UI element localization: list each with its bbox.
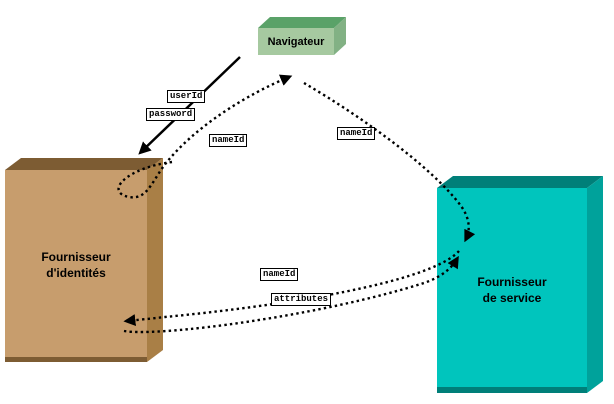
sp-box-front-face <box>437 188 587 393</box>
navigateur-box-side-face <box>334 17 346 55</box>
navigateur-box <box>258 17 346 55</box>
userid-password-arrow <box>138 56 241 155</box>
idp-box-bottom-edge <box>5 357 147 362</box>
idp-box <box>5 158 163 362</box>
sp-to-idp-dotted-arrow <box>123 250 460 327</box>
idp-box-top-face <box>5 158 163 170</box>
sp-box-side-face <box>587 176 603 393</box>
nameid-browser-to-sp-edge-label: nameId <box>337 127 376 140</box>
sp-box-top-face <box>437 176 603 188</box>
navigateur-box-front-face <box>258 28 334 55</box>
userid-edge-label: userId <box>167 90 206 103</box>
password-edge-label: password <box>146 108 196 121</box>
sp-box-bottom-edge <box>437 387 587 393</box>
idp-to-sp-dotted-arrow <box>123 255 459 334</box>
attributes-edge-label: attributes <box>271 293 332 306</box>
navigateur-box-top-face <box>258 17 346 28</box>
idp-box-front-face <box>5 170 147 362</box>
idp-box-side-face <box>147 158 163 362</box>
idp-to-browser-dotted-arrow <box>117 74 293 199</box>
nameid-idp-to-browser-edge-label: nameId <box>209 134 248 147</box>
sp-box <box>437 176 603 393</box>
nameid-sp-to-idp-edge-label: nameId <box>260 268 299 281</box>
